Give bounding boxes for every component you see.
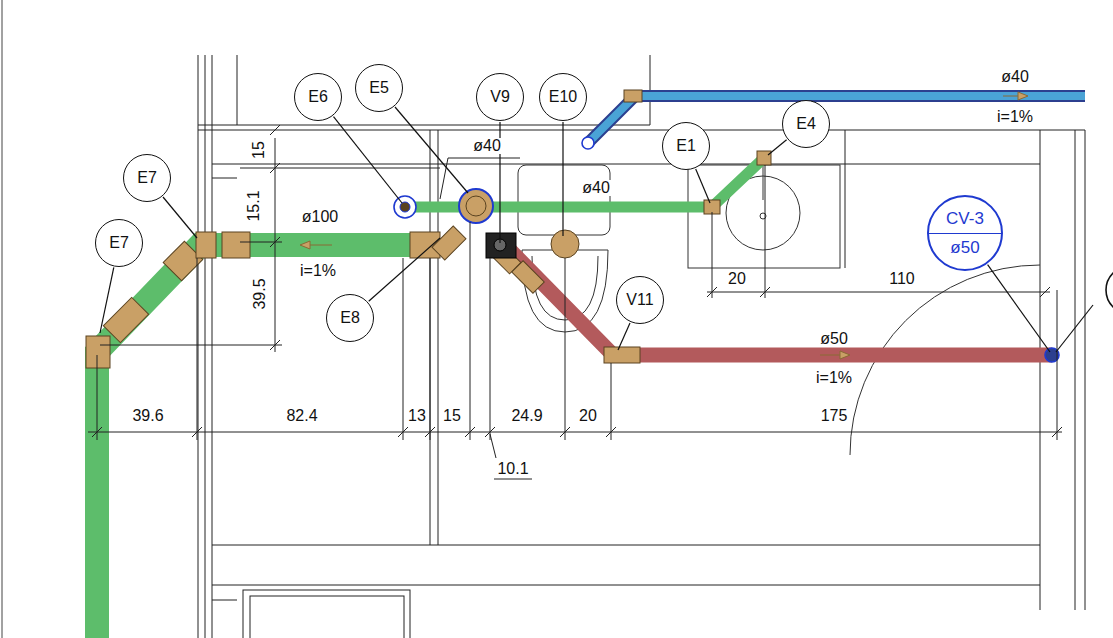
dimension-label: 24.9 — [510, 408, 543, 424]
drain-symbol — [582, 137, 594, 149]
washbasin-symbol — [688, 165, 840, 268]
vent-symbol — [394, 196, 416, 218]
callout-circle: E6 — [294, 73, 342, 121]
pipe-size-label: ø50 — [819, 331, 849, 347]
pipe-size-label: ø100 — [301, 209, 339, 225]
cleanout-tag: CV-3 ø50 — [927, 195, 1003, 271]
pipe-d100 — [97, 245, 440, 638]
callout-circle: E7 — [95, 219, 143, 267]
dimension-label: 82.4 — [285, 408, 318, 424]
dimension-label: 110 — [888, 271, 916, 287]
callout-circle: E1 — [662, 122, 710, 170]
dimension-label: 175 — [820, 408, 849, 424]
callout-circle-cut — [1106, 266, 1113, 314]
vertical-dimension: 15.1 — [246, 189, 262, 222]
dimension-label: 10.1 — [496, 461, 529, 477]
callout-circle: V9 — [476, 73, 524, 121]
callout-circle: V11 — [616, 276, 664, 324]
slope-label: i=1% — [815, 370, 853, 386]
callout-text: V11 — [626, 292, 653, 308]
callout-text: E10 — [549, 89, 577, 105]
fittings — [86, 90, 771, 368]
callout-circle: E8 — [326, 294, 374, 342]
dimension-label: 20 — [578, 408, 598, 424]
callout-text: E1 — [676, 138, 696, 154]
dimension-label: 20 — [727, 271, 747, 287]
pipe-d40-blue-border — [588, 96, 1085, 143]
callout-circle: E7 — [123, 154, 171, 202]
callout-text: E5 — [369, 80, 389, 96]
dimension-lines — [88, 125, 1062, 479]
vertical-dimension: 15 — [251, 140, 267, 160]
callout-text: E7 — [109, 235, 129, 251]
callout-text: E6 — [308, 89, 328, 105]
frame-line — [2, 0, 3, 638]
leader-lines — [100, 107, 1093, 352]
callout-text: V9 — [490, 89, 510, 105]
dimension-label: 13 — [407, 408, 427, 424]
valve-symbol — [486, 233, 516, 258]
dimension-label: 39.6 — [131, 408, 164, 424]
cleanout-symbol — [459, 189, 493, 223]
callout-text: E8 — [340, 310, 360, 326]
cleanout-symbol — [466, 196, 486, 216]
slope-label: i=1% — [299, 263, 337, 279]
callout-text: E4 — [796, 116, 816, 132]
flow-arrows — [300, 92, 1028, 359]
callout-circle: E10 — [539, 73, 587, 121]
pipe-size-label: ø40 — [581, 180, 611, 196]
pipe-size-label: ø40 — [472, 138, 502, 154]
callout-circle: E4 — [782, 100, 830, 148]
callout-text: ø50 — [950, 239, 979, 256]
vent-symbol — [400, 202, 410, 212]
dimension-label: 15 — [442, 408, 462, 424]
pipe-d40-blue — [588, 96, 1085, 143]
callout-text: E7 — [137, 170, 157, 186]
callout-circle: E5 — [355, 64, 403, 112]
callout-text: CV-3 — [946, 210, 984, 227]
walls — [198, 55, 1085, 638]
pipe-size-label: ø40 — [1000, 69, 1030, 85]
slope-label: i=1% — [996, 109, 1034, 125]
vertical-dimension: 39.5 — [252, 277, 268, 310]
